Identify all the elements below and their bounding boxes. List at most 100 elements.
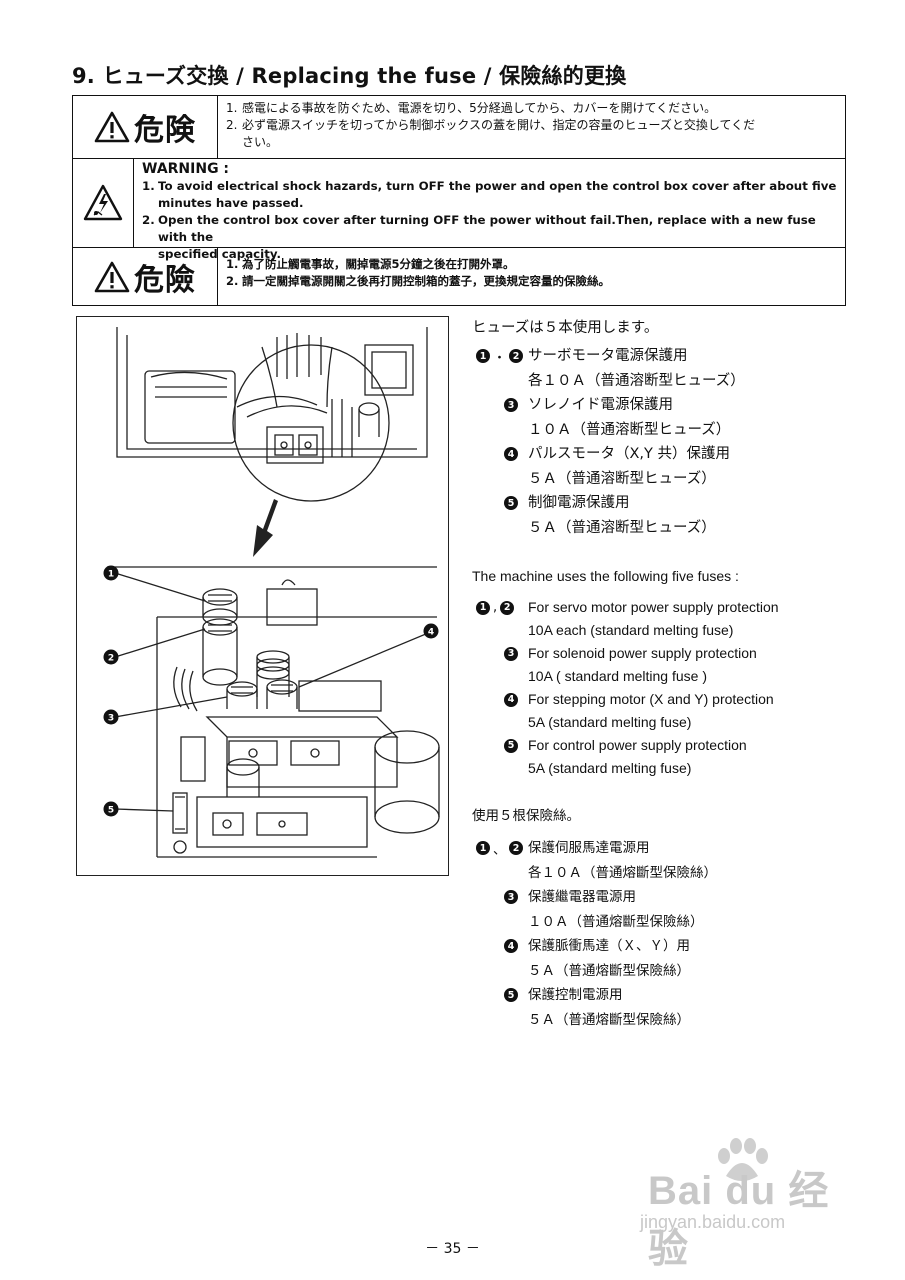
item-line: 各１０Ａ（普通溶断型ヒューズ）	[528, 372, 745, 389]
warning-line: 必ず電源スイッチを切ってから制御ボックスの蓋を開け、指定の容量のヒューズと交換し…	[242, 118, 756, 132]
num-badge: 1	[476, 349, 490, 363]
callout-1-marker	[103, 565, 119, 581]
num-separator: 、	[493, 842, 507, 858]
electric-shock-mark	[73, 159, 134, 247]
item-line: ５Ａ（普通溶断型ヒューズ）	[528, 519, 716, 536]
item-line: For servo motor power supply protection	[528, 599, 779, 615]
num-badge: 3	[504, 890, 518, 904]
num-badge: 2	[500, 600, 515, 615]
item-line: 10A each (standard melting fuse)	[528, 622, 734, 638]
watermark-brand: Bai du 经验	[648, 1169, 830, 1271]
item-line: For solenoid power supply protection	[528, 645, 757, 661]
warning-line: 為了防止觸電事故，關掉電源5分鐘之後在打開外罩。	[242, 257, 515, 271]
item-line: 保護控制電源用	[528, 987, 623, 1003]
item-line: 保護繼電器電源用	[528, 889, 636, 905]
num-badge: 1	[476, 841, 490, 855]
callout-4-marker	[423, 623, 439, 639]
callout-2-marker	[103, 649, 119, 665]
callout-number: 2	[108, 654, 114, 664]
danger-label-zh: 危險	[134, 262, 196, 298]
warning-row-zh: 危險 1.為了防止觸電事故，關掉電源5分鐘之後在打開外罩。 2.請一定關掉電源開…	[73, 248, 845, 305]
item-line: ５Ａ（普通熔斷型保險絲）	[528, 962, 690, 979]
warning-line: 請一定關掉電源開關之後再打開控制箱的蓋子，更換規定容量的保險絲。	[242, 274, 610, 288]
jp-lead: ヒューズは５本使用します。	[472, 320, 659, 336]
warning-num: 2.	[226, 274, 239, 288]
warning-num: 1.	[226, 257, 239, 271]
callout-3-marker	[103, 709, 119, 725]
item-line: ５Ａ（普通溶断型ヒューズ）	[528, 470, 716, 487]
num-badge: 5	[504, 496, 518, 510]
item-line: 保護伺服馬達電源用	[528, 840, 650, 856]
baidu-watermark: Bai du 经验 jingyan.baidu.com	[622, 1138, 862, 1271]
num-badge: 4	[504, 692, 518, 707]
danger-mark-zh: 危險	[73, 248, 218, 305]
warning-text-zh: 1.為了防止觸電事故，關掉電源5分鐘之後在打開外罩。 2.請一定關掉電源開關之後…	[218, 248, 845, 305]
item-line: 各１０Ａ（普通熔斷型保險絲）	[528, 864, 717, 881]
warning-line: 感電による事故を防ぐため、電源を切り、5分経過してから、カバーを開けてください。	[242, 101, 717, 115]
item-line: 保護脈衝馬達（Ｘ、Ｙ）用	[528, 938, 690, 954]
danger-mark-jp: 危険	[73, 96, 218, 158]
page-title: 9. ヒューズ交換 / Replacing the fuse / 保險絲的更換	[72, 64, 627, 88]
warning-line: Open the control box cover after turning…	[158, 213, 816, 244]
zh-item-3: 3 保護繼電器電源用 １０Ａ（普通熔斷型保險絲）	[472, 885, 717, 934]
warning-heading: WARNING :	[142, 161, 230, 177]
en-lead: The machine uses the following five fuse…	[472, 568, 739, 584]
zh-item-5: 5 保護控制電源用 ５Ａ（普通熔斷型保險絲）	[472, 983, 717, 1032]
zh-section: 使用５根保險絲。 1、2 保護伺服馬達電源用各１０Ａ（普通熔斷型保險絲） 3 保…	[472, 806, 717, 1032]
item-line: 5A (standard melting fuse)	[528, 760, 692, 776]
callout-number: 3	[108, 714, 114, 724]
item-line: パルスモータ（X,Y 共）保護用	[528, 446, 731, 462]
item-line: １０Ａ（普通溶断型ヒューズ）	[528, 421, 731, 438]
num-badge: 4	[504, 447, 518, 461]
warning-num: 2.	[226, 118, 238, 132]
warning-num	[226, 134, 242, 151]
num-badge: 4	[504, 939, 518, 953]
item-line: 制御電源保護用	[528, 495, 630, 511]
warning-num: 1.	[142, 179, 155, 193]
warning-num: 2.	[142, 213, 155, 227]
callout-number: 4	[428, 628, 434, 638]
warning-num: 1.	[226, 101, 238, 115]
zh-item-1-2: 1、2 保護伺服馬達電源用各１０Ａ（普通熔斷型保險絲）	[472, 836, 717, 885]
en-item-1-2: 1,2 For servo motor power supply protect…	[472, 596, 779, 642]
callout-5-marker	[103, 801, 119, 817]
num-separator: ・	[493, 350, 507, 366]
warning-line: minutes have passed.	[158, 196, 304, 210]
warning-line: specified capacity.	[158, 247, 281, 261]
num-separator: ,	[493, 600, 498, 615]
paw-logo-icon	[718, 1138, 768, 1181]
warning-text-en: WARNING : 1.To avoid electrical shock ha…	[134, 159, 845, 261]
warning-table: 危険 1. 感電による事故を防ぐため、電源を切り、5分経過してから、カバーを開けて…	[72, 95, 846, 306]
watermark-url: jingyan.baidu.com	[640, 1212, 786, 1232]
num-badge: 1	[476, 600, 490, 615]
warning-triangle-icon	[94, 261, 130, 292]
warning-triangle-icon	[94, 111, 130, 143]
item-line: 5A (standard melting fuse)	[528, 714, 692, 730]
num-badge: 3	[504, 646, 518, 661]
num-badge: 5	[504, 988, 518, 1002]
item-line: １０Ａ（普通熔斷型保險絲）	[528, 913, 704, 930]
item-line: サーボモータ電源保護用	[528, 348, 688, 364]
jp-item-5: 5 制御電源保護用 ５Ａ（普通溶断型ヒューズ）	[472, 491, 745, 540]
num-badge: 2	[509, 349, 524, 363]
zh-lead: 使用５根保險絲。	[472, 808, 580, 824]
item-line: For stepping motor (X and Y) protection	[528, 691, 774, 707]
en-item-4: 4 For stepping motor (X and Y) protectio…	[472, 688, 779, 734]
callout-number: 5	[108, 806, 114, 816]
warning-row-jp: 危険 1. 感電による事故を防ぐため、電源を切り、5分経過してから、カバーを開けて…	[73, 96, 845, 159]
en-section: The machine uses the following five fuse…	[472, 566, 779, 780]
item-line: ソレノイド電源保護用	[528, 397, 673, 413]
page-number: － 35 －	[425, 1241, 480, 1257]
num-badge: 5	[504, 738, 518, 753]
jp-item-4: 4 パルスモータ（X,Y 共）保護用 ５Ａ（普通溶断型ヒューズ）	[472, 442, 745, 491]
zh-item-4: 4 保護脈衝馬達（Ｘ、Ｙ）用 ５Ａ（普通熔斷型保險絲）	[472, 934, 717, 983]
warning-line: さい。	[242, 135, 279, 149]
jp-item-1-2: 1・2 サーボモータ電源保護用各１０Ａ（普通溶断型ヒューズ）	[472, 344, 745, 393]
warning-line: To avoid electrical shock hazards, turn …	[158, 179, 837, 193]
electric-shock-hazard-icon	[83, 184, 123, 221]
item-line: ５Ａ（普通熔斷型保險絲）	[528, 1011, 690, 1028]
